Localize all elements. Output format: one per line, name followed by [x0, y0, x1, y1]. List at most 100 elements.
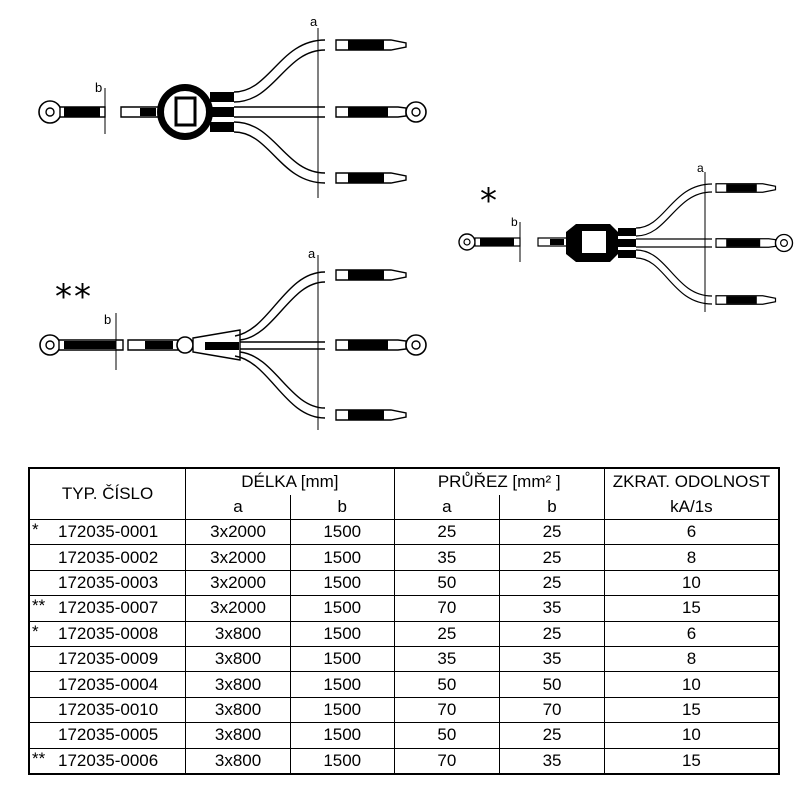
- header-cross-section: PRŮŘEZ [mm² ]: [393, 467, 605, 495]
- cell-section-a: 50: [393, 722, 501, 749]
- cell-short-circuit: 10: [603, 569, 780, 597]
- splitter-drawing-double-star: b a: [39, 246, 427, 430]
- cell-length-a: 3x800: [185, 671, 291, 698]
- cell-length-a: 3x800: [185, 620, 291, 647]
- cell-length-a: 3x2000: [185, 518, 291, 546]
- cell-type-number: *172035-0008: [28, 620, 187, 647]
- row-marker: *: [32, 520, 39, 539]
- cell-type-number: 172035-0005: [28, 722, 187, 749]
- cell-length-b: 1500: [289, 696, 395, 724]
- dim-label-a-double: a: [308, 246, 316, 261]
- cell-type-number: 172035-0004: [28, 671, 187, 698]
- cell-type-number: **172035-0006: [28, 747, 187, 775]
- cell-section-a: 35: [393, 645, 501, 673]
- dim-label-a-top: a: [310, 14, 318, 29]
- cell-length-b: 1500: [289, 620, 395, 647]
- dim-label-b-double: b: [104, 312, 111, 327]
- cell-length-b: 1500: [289, 671, 395, 698]
- cell-short-circuit: 10: [603, 722, 780, 749]
- cell-length-a: 3x2000: [185, 544, 291, 571]
- cell-length-a: 3x800: [185, 696, 291, 724]
- cell-short-circuit: 6: [603, 620, 780, 647]
- type-number-text: 172035-0009: [58, 649, 159, 669]
- type-number-text: 172035-0004: [58, 674, 159, 694]
- cell-section-a: 70: [393, 595, 501, 622]
- cell-section-a: 70: [393, 696, 501, 724]
- row-marker: **: [32, 596, 46, 616]
- cell-section-a: 25: [393, 620, 501, 647]
- type-number-text: 172035-0005: [58, 725, 159, 745]
- header-short-circuit-unit: kA/1s: [603, 495, 780, 520]
- cell-short-circuit: 15: [603, 696, 780, 724]
- cell-section-b: 50: [499, 671, 605, 698]
- cell-length-a: 3x800: [185, 747, 291, 775]
- type-number-text: 172035-0002: [58, 547, 159, 567]
- cell-section-b: 25: [499, 518, 605, 546]
- cell-type-number: * 172035-0001: [28, 518, 187, 546]
- cell-section-b: 35: [499, 747, 605, 775]
- cell-length-a: 3x2000: [185, 595, 291, 622]
- cell-length-a: 3x800: [185, 645, 291, 673]
- splitter-drawing-single-star: b a: [458, 161, 794, 312]
- cell-length-b: 1500: [289, 518, 395, 546]
- cell-section-b: 25: [499, 722, 605, 749]
- cell-section-b: 25: [499, 620, 605, 647]
- cell-short-circuit: 15: [603, 747, 780, 775]
- splitter-drawing-top: b a: [38, 14, 427, 198]
- cell-length-a: 3x2000: [185, 569, 291, 597]
- type-number-text: 172035-0003: [58, 572, 159, 592]
- cell-type-number: 172035-0003: [28, 569, 187, 597]
- single-star-marker: *: [480, 181, 497, 221]
- cell-section-b: 25: [499, 569, 605, 597]
- cell-short-circuit: 6: [603, 518, 780, 546]
- cell-short-circuit: 8: [603, 645, 780, 673]
- cell-length-b: 1500: [289, 645, 395, 673]
- header-section-b: b: [499, 495, 605, 520]
- cell-type-number: 172035-0010: [28, 696, 187, 724]
- header-type-number: TYP. ČÍSLO: [28, 467, 187, 520]
- type-number-text: 172035-0007: [58, 598, 159, 618]
- cell-section-b: 25: [499, 544, 605, 571]
- cable-drawings: b a b: [38, 14, 794, 430]
- header-length-b: b: [289, 495, 395, 520]
- cell-type-number: ** 172035-0007: [28, 595, 187, 622]
- cell-section-a: 50: [393, 569, 501, 597]
- cell-short-circuit: 15: [603, 595, 780, 622]
- cell-type-number: 172035-0009: [28, 645, 187, 673]
- cell-section-a: 50: [393, 671, 501, 698]
- cell-section-a: 25: [393, 518, 501, 546]
- row-marker: *: [32, 621, 39, 641]
- cell-short-circuit: 8: [603, 544, 780, 571]
- cell-section-b: 35: [499, 645, 605, 673]
- type-number-text: 172035-0006: [58, 750, 159, 770]
- cell-section-b: 70: [499, 696, 605, 724]
- cell-short-circuit: 10: [603, 671, 780, 698]
- double-star-marker: **: [55, 277, 93, 317]
- cell-length-b: 1500: [289, 569, 395, 597]
- cell-section-a: 35: [393, 544, 501, 571]
- cell-section-b: 35: [499, 595, 605, 622]
- cell-section-a: 70: [393, 747, 501, 775]
- cell-length-a: 3x800: [185, 722, 291, 749]
- header-length: DÉLKA [mm]: [185, 467, 395, 495]
- header-short-circuit: ZKRAT. ODOLNOST: [603, 467, 780, 495]
- spec-table: TYP. ČÍSLO DÉLKA [mm] PRŮŘEZ [mm² ] ZKRA…: [28, 467, 780, 775]
- header-section-a: a: [393, 495, 501, 520]
- cell-type-number: 172035-0002: [28, 544, 187, 571]
- type-number-text: 172035-0001: [58, 522, 159, 542]
- dim-label-b-star: b: [511, 215, 518, 229]
- header-length-a: a: [185, 495, 291, 520]
- cell-length-b: 1500: [289, 747, 395, 775]
- cell-length-b: 1500: [289, 544, 395, 571]
- dim-label-b-top: b: [95, 80, 102, 95]
